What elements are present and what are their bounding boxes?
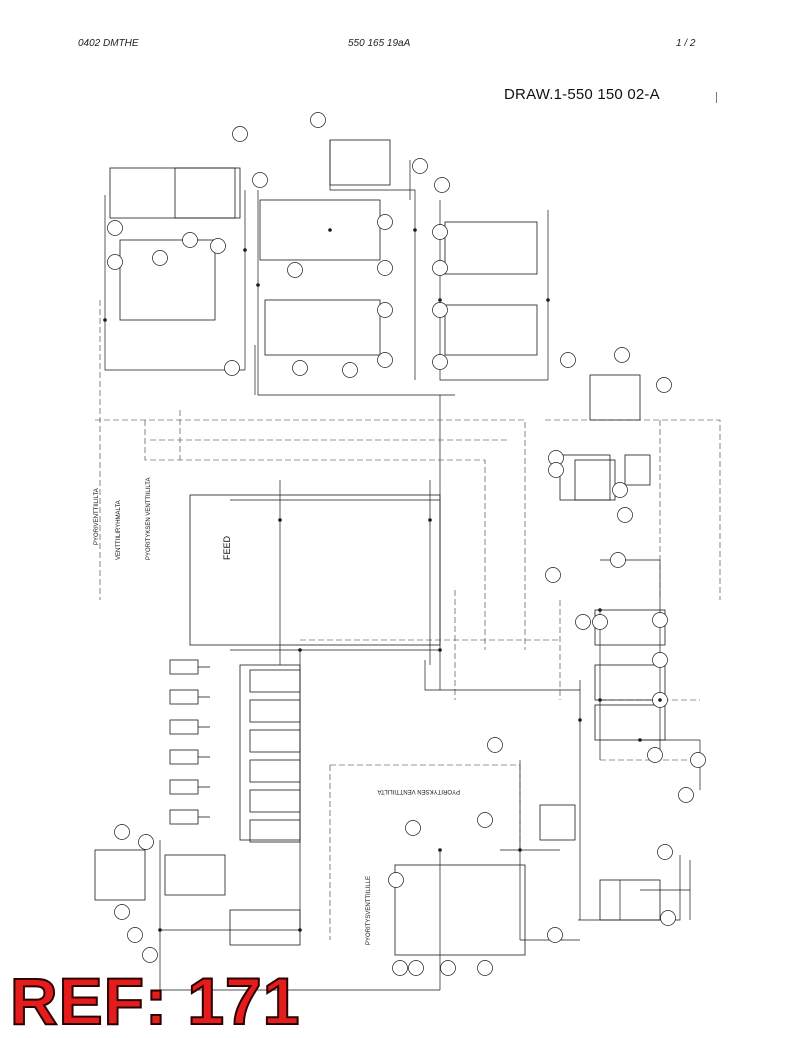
ref-stamp: REF: 171 bbox=[9, 964, 301, 1038]
header-center-code: 550 165 19aA bbox=[348, 38, 411, 49]
header-left-code: 0402 DMTHE bbox=[78, 38, 139, 49]
title-tick-mark bbox=[716, 92, 717, 103]
mid-vertical-label: PYORITYSVENTTIILILLE bbox=[366, 876, 372, 945]
drawing-title: DRAW.1-550 150 02-A bbox=[504, 86, 660, 103]
left-vertical-label-3: PYORITYKSEN VENTTIILILTA bbox=[146, 478, 152, 560]
left-vertical-label-2: VENTTIILIRYHMALTA bbox=[116, 500, 122, 560]
feed-label: FEED bbox=[222, 535, 232, 560]
lower-upside-label: PYORITYKSEN VENTTIILILTA bbox=[378, 788, 460, 794]
left-vertical-label-1: PYORIVENTTIILILTA bbox=[94, 488, 100, 545]
header-page-indicator: 1 / 2 bbox=[676, 38, 696, 49]
